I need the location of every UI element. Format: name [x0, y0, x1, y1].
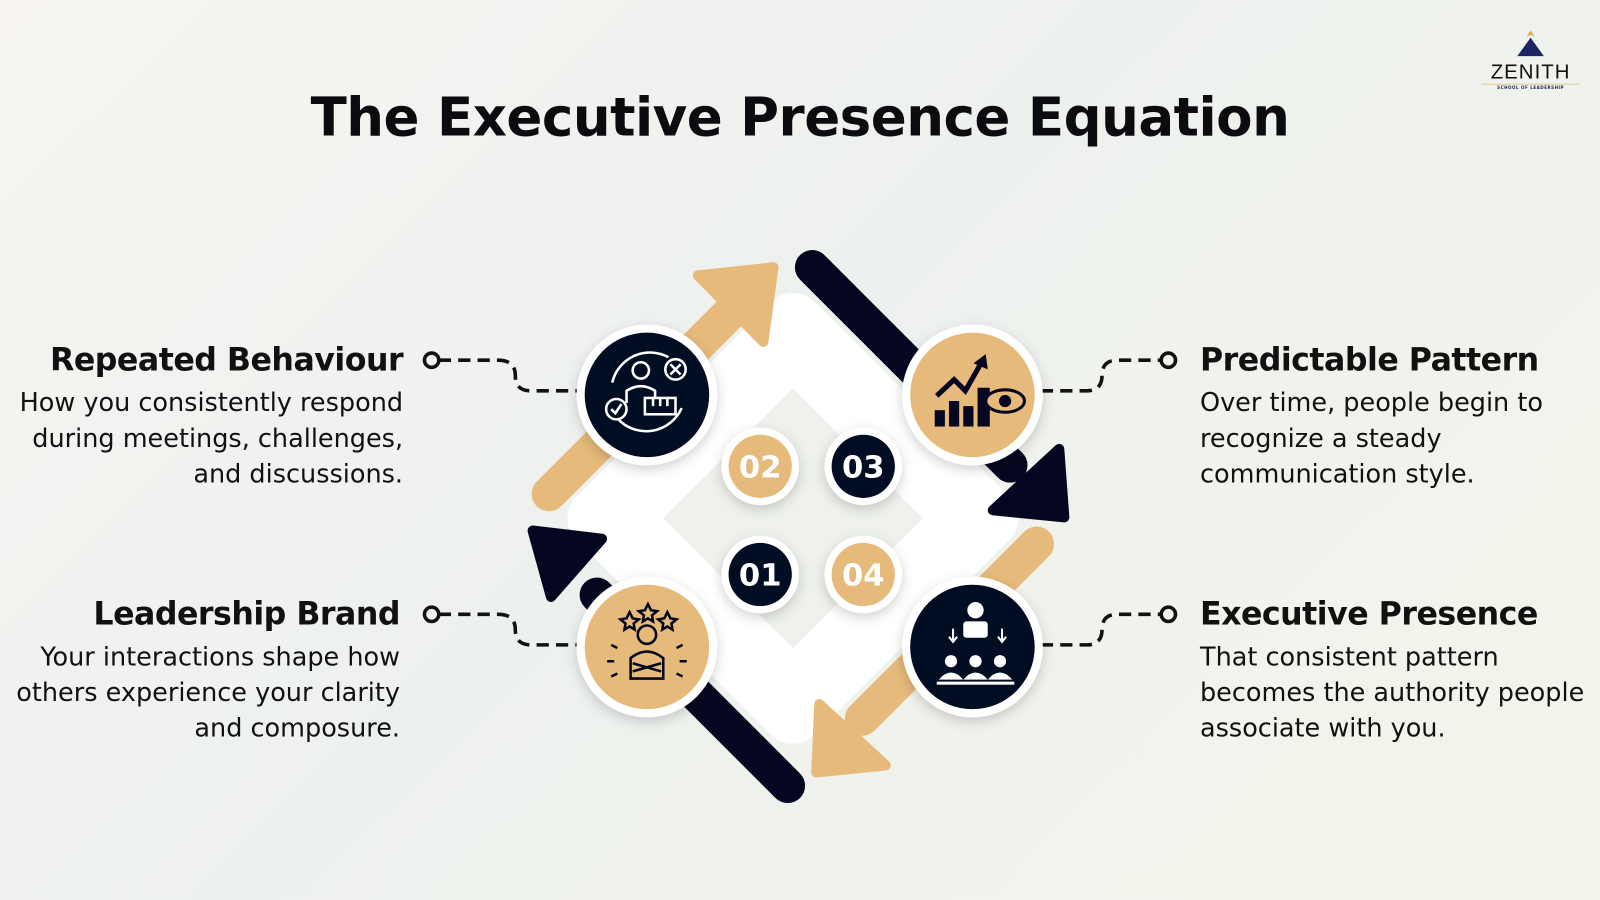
logo-wordmark: ZENITH [1481, 61, 1580, 85]
connector-dot [422, 351, 441, 370]
connector-dot [1159, 351, 1178, 370]
person-choice-basket-icon [604, 351, 687, 433]
confident-person-stars-icon [607, 601, 687, 680]
step-repeated-behaviour: Repeated Behaviour How you consistently … [0, 340, 404, 492]
growth-chart-eye-icon [934, 354, 1027, 427]
mountain-logo-icon [1517, 30, 1544, 57]
connector-predictable-pattern [1040, 358, 1162, 393]
page-title: The Executive Presence Equation [310, 87, 1290, 149]
zenith-logo: ZENITH SCHOOL OF LEADERSHIP [1481, 29, 1580, 90]
step-leadership-brand: Leadership Brand Your interactions shape… [0, 594, 400, 746]
step-description: Your interactions shape how others exper… [16, 641, 400, 743]
step-number-02: 02 [739, 451, 782, 486]
step-heading: Leadership Brand [93, 595, 400, 633]
step-description: How you consistently respond during meet… [19, 387, 404, 489]
step-predictable-pattern: Predictable Pattern Over time, people be… [1200, 340, 1547, 492]
step-heading: Repeated Behaviour [49, 341, 404, 379]
connector-leadership-brand [438, 612, 580, 647]
connector-executive-presence [1040, 612, 1162, 647]
step-heading: Predictable Pattern [1199, 341, 1539, 379]
step-description: Over time, people begin to recognize a s… [1199, 387, 1543, 489]
step-number-01: 01 [739, 559, 782, 594]
step-description: That consistent pattern becomes the auth… [1199, 641, 1585, 743]
connector-repeated-behaviour [438, 358, 580, 393]
leader-audience-icon [936, 602, 1015, 685]
step-heading: Executive Presence [1199, 595, 1538, 633]
step-number-03: 03 [842, 451, 885, 486]
connector-dot [1159, 605, 1178, 624]
step-executive-presence: Executive Presence That consistent patte… [1200, 594, 1588, 746]
step-number-04: 04 [842, 559, 885, 594]
connector-dot [422, 605, 441, 624]
logo-tagline: SCHOOL OF LEADERSHIP [1497, 84, 1565, 90]
